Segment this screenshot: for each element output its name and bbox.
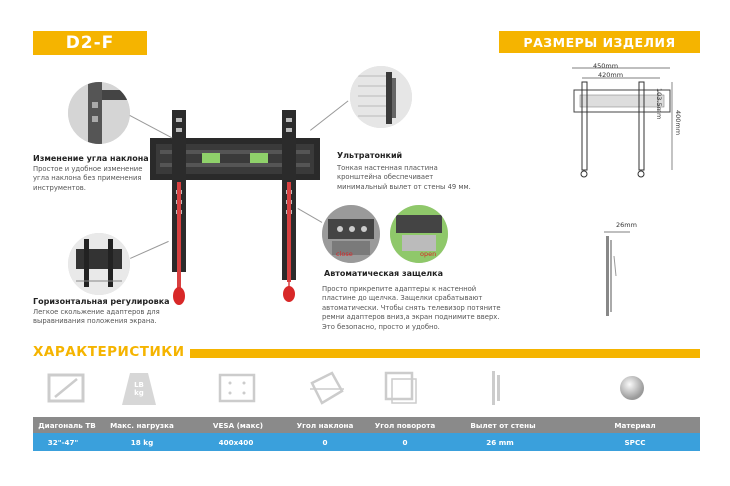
dim-depth: 26mm <box>616 221 637 229</box>
front-dimension-drawing <box>572 67 673 178</box>
model-tag: D2-F <box>33 31 147 55</box>
header-tilt: Угол наклона <box>296 421 354 430</box>
value-vesa: 400x400 <box>218 438 254 447</box>
dim-width-inner: 420mm <box>598 71 624 79</box>
value-material: SPCC <box>624 438 646 447</box>
mount-illustration <box>150 110 320 305</box>
specs-table-row: 32"-47" 18 kg 400x400 0 0 26 mm SPCC <box>33 433 700 451</box>
material-icon <box>620 376 644 400</box>
latch-close-image <box>322 205 380 263</box>
wall-distance-icon <box>492 371 500 405</box>
tilt-closeup-image <box>68 82 130 144</box>
specs-title-bar <box>190 349 700 358</box>
horizontal-adjust-image <box>68 233 130 295</box>
slim-title: Ультратонкий <box>337 151 403 160</box>
dim-height-outer: 400mm <box>674 110 682 136</box>
vesa-icon <box>218 373 256 403</box>
value-max-load: 18 kg <box>130 438 154 447</box>
slim-closeup-image <box>350 66 412 128</box>
header-swivel: Угол поворота <box>374 421 436 430</box>
tilt-title: Изменение угла наклона <box>33 154 149 163</box>
specs-title: ХАРАКТЕРИСТИКИ <box>33 344 185 360</box>
latch-close-label: close <box>336 250 353 258</box>
latch-open-image <box>390 205 448 263</box>
value-diagonal: 32"-47" <box>47 438 79 447</box>
header-diagonal: Диагональ ТВ <box>38 421 96 430</box>
tilt-angle-icon <box>310 371 344 405</box>
swivel-angle-icon <box>384 371 417 404</box>
latch-open-label: open <box>420 250 437 258</box>
specs-table-header: Диагональ ТВ Макс. нагрузка VESA (макс) … <box>33 417 700 433</box>
side-dimension-drawing <box>604 231 630 316</box>
dim-height-inner: 103.5mm <box>655 88 663 120</box>
header-material: Материал <box>614 421 656 430</box>
dimensions-title: РАЗМЕРЫ ИЗДЕЛИЯ <box>499 31 700 53</box>
value-swivel: 0 <box>402 438 408 447</box>
header-vesa: VESA (макс) <box>212 421 264 430</box>
value-wall-distance: 26 mm <box>486 438 514 447</box>
weight-icon-kg: kg <box>134 389 144 397</box>
value-tilt: 0 <box>322 438 328 447</box>
horizontal-title: Горизонтальная регулировка <box>33 297 170 306</box>
header-max-load: Макс. нагрузка <box>110 421 174 430</box>
dim-width-outer: 450mm <box>593 62 619 70</box>
latch-title: Автоматическая защелка <box>324 269 443 278</box>
weight-icon-lb: LB <box>134 381 144 389</box>
diagonal-icon <box>47 373 85 403</box>
header-wall-distance: Вылет от стены <box>470 421 536 430</box>
